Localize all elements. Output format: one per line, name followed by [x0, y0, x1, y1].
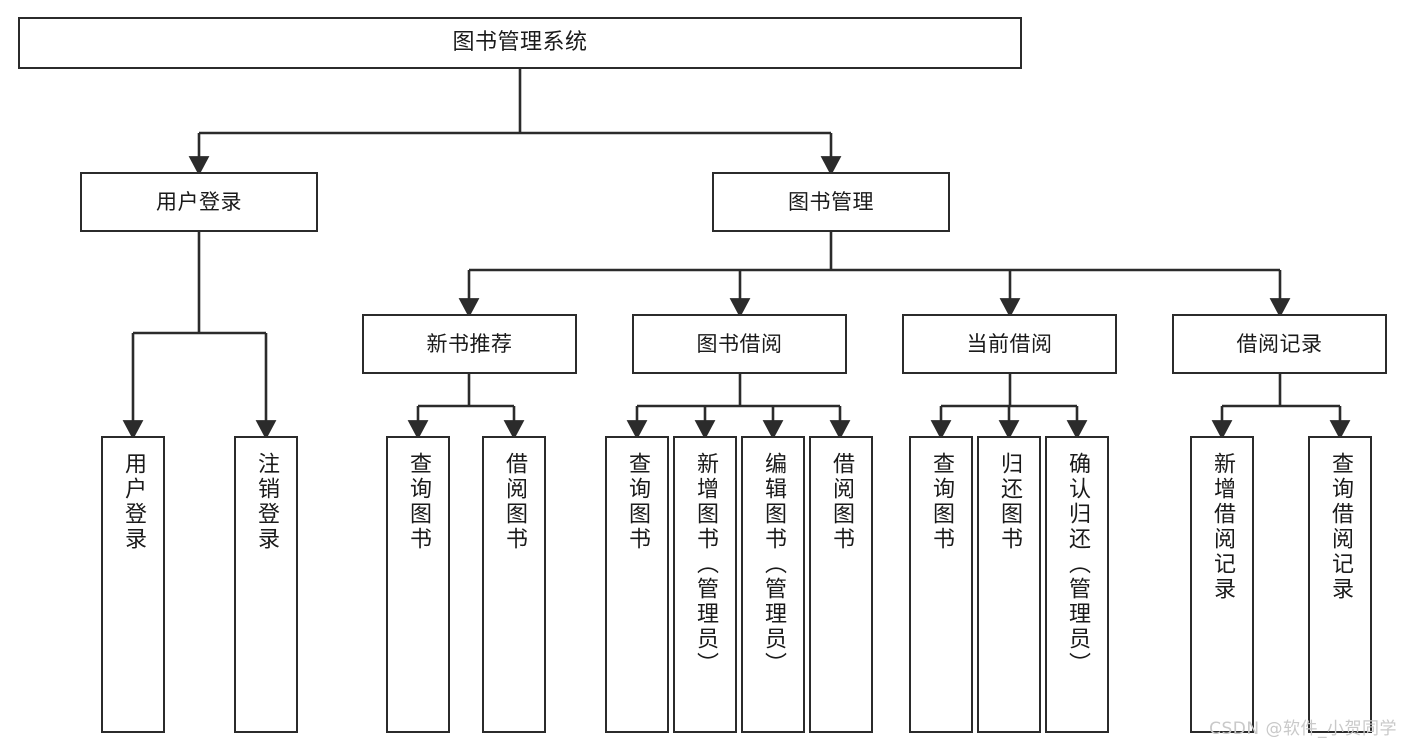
node-book-borrow[interactable]: 图书借阅 [632, 314, 847, 374]
leaf-book-borrow-add[interactable]: 新增图书（管理员） [673, 436, 737, 733]
leaf-user-login-signin[interactable]: 用户登录 [101, 436, 165, 733]
node-label: 归还图书 [997, 452, 1022, 552]
node-user-login[interactable]: 用户登录 [80, 172, 318, 232]
node-borrow-record[interactable]: 借阅记录 [1172, 314, 1387, 374]
node-current-borrow[interactable]: 当前借阅 [902, 314, 1117, 374]
node-label: 借阅图书 [829, 452, 854, 552]
node-label: 注销登录 [254, 452, 279, 552]
node-label: 当前借阅 [966, 331, 1053, 356]
node-label: 新书推荐 [426, 331, 513, 356]
leaf-new-book-borrow[interactable]: 借阅图书 [482, 436, 546, 733]
node-label: 图书管理系统 [452, 30, 588, 56]
leaf-book-borrow-query[interactable]: 查询图书 [605, 436, 669, 733]
node-label: 查询图书 [406, 452, 431, 552]
leaf-user-login-signout[interactable]: 注销登录 [234, 436, 298, 733]
leaf-borrow-record-add[interactable]: 新增借阅记录 [1190, 436, 1254, 733]
leaf-book-borrow-lend[interactable]: 借阅图书 [809, 436, 873, 733]
leaf-current-borrow-return[interactable]: 归还图书 [977, 436, 1041, 733]
node-label: 确认归还（管理员） [1065, 452, 1090, 677]
node-label: 用户登录 [156, 189, 242, 214]
node-label: 借阅图书 [502, 452, 527, 552]
node-label: 图书管理 [788, 189, 874, 214]
node-label: 新增借阅记录 [1210, 452, 1235, 602]
node-root-system[interactable]: 图书管理系统 [18, 17, 1022, 69]
leaf-current-borrow-query[interactable]: 查询图书 [909, 436, 973, 733]
node-book-management[interactable]: 图书管理 [712, 172, 950, 232]
node-label: 用户登录 [121, 452, 146, 552]
node-label: 借阅记录 [1236, 331, 1323, 356]
node-label: 查询借阅记录 [1328, 452, 1353, 602]
node-label: 图书借阅 [696, 331, 783, 356]
node-label: 查询图书 [929, 452, 954, 552]
node-label: 新增图书（管理员） [693, 452, 718, 677]
leaf-borrow-record-query[interactable]: 查询借阅记录 [1308, 436, 1372, 733]
node-label: 查询图书 [625, 452, 650, 552]
node-label: 编辑图书（管理员） [761, 452, 786, 677]
node-new-book-recommend[interactable]: 新书推荐 [362, 314, 577, 374]
leaf-book-borrow-edit[interactable]: 编辑图书（管理员） [741, 436, 805, 733]
leaf-current-borrow-confirm-return[interactable]: 确认归还（管理员） [1045, 436, 1109, 733]
leaf-new-book-query[interactable]: 查询图书 [386, 436, 450, 733]
